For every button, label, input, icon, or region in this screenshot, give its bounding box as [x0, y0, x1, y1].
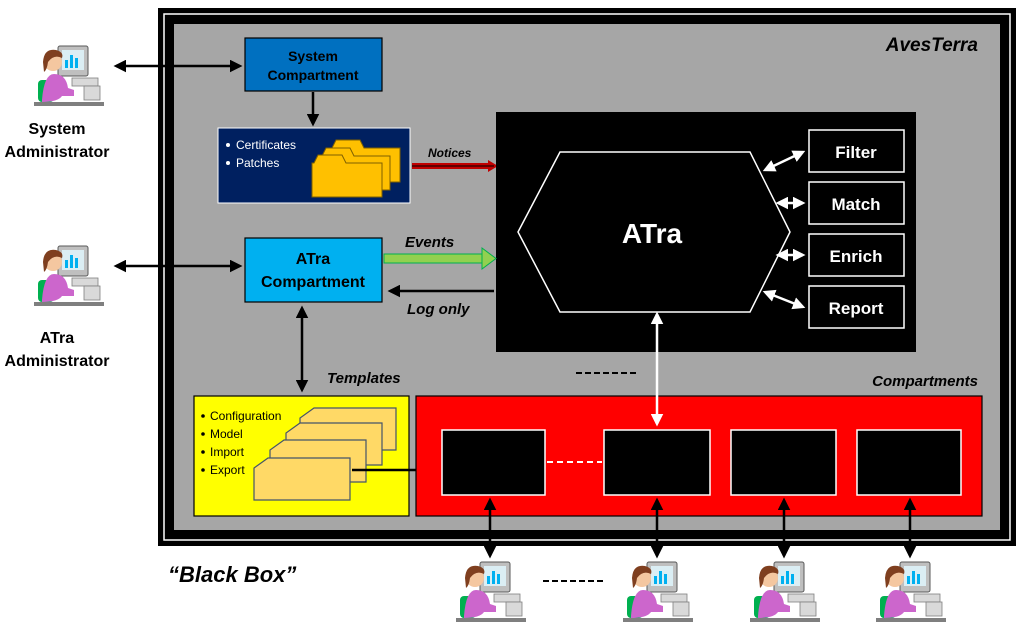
compartment-user-1-icon	[455, 561, 527, 623]
updates-item-2: Patches	[236, 156, 279, 170]
atra-compartment-box[interactable]	[244, 237, 383, 303]
atra-hexagon[interactable]	[517, 151, 791, 313]
compartments-label: Compartments	[872, 373, 978, 390]
atra-compartment-label-2: Compartment	[261, 274, 366, 291]
templates-item-1: Configuration	[210, 409, 281, 423]
system-compartment-box[interactable]	[244, 37, 383, 92]
report-module[interactable]	[808, 285, 905, 329]
events-label: Events	[405, 234, 454, 251]
report-module-label: Report	[829, 299, 884, 318]
enrich-module[interactable]	[808, 233, 905, 277]
templates-item-4: Export	[210, 463, 245, 477]
system-admin-user-icon	[33, 45, 105, 107]
enrich-module-label: Enrich	[830, 247, 883, 266]
system-compartment-label-2: Compartment	[267, 67, 358, 83]
notices-label: Notices	[428, 146, 472, 160]
avesterra-title: AvesTerra	[885, 35, 979, 56]
filter-module[interactable]	[808, 129, 905, 173]
match-module-label: Match	[831, 195, 880, 214]
atra-admin-user-icon	[33, 245, 105, 307]
compartment-4[interactable]	[856, 429, 962, 496]
templates-item-2: Model	[210, 427, 243, 441]
black-box-caption: “Black Box”	[168, 562, 296, 587]
templates-item-3: Import	[210, 445, 245, 459]
compartment-user-2-icon	[622, 561, 694, 623]
system-admin-label-2: Administrator	[5, 144, 110, 161]
system-admin-label-1: System	[29, 121, 86, 138]
atra-admin-label-2: Administrator	[5, 353, 110, 370]
match-module[interactable]	[808, 181, 905, 225]
compartment-2[interactable]	[603, 429, 711, 496]
atra-hexagon-label: ATra	[622, 218, 683, 249]
templates-label: Templates	[327, 370, 401, 387]
filter-module-label: Filter	[835, 143, 877, 162]
system-compartment-label-1: System	[288, 48, 338, 64]
atra-compartment-label-1: ATra	[296, 251, 330, 268]
updates-item-1: Certificates	[236, 138, 296, 152]
compartment-user-4-icon	[875, 561, 947, 623]
compartment-user-3-icon	[749, 561, 821, 623]
compartment-1[interactable]	[441, 429, 546, 496]
atra-admin-label-1: ATra	[40, 330, 74, 347]
log-only-label: Log only	[407, 301, 470, 318]
compartment-3[interactable]	[730, 429, 837, 496]
